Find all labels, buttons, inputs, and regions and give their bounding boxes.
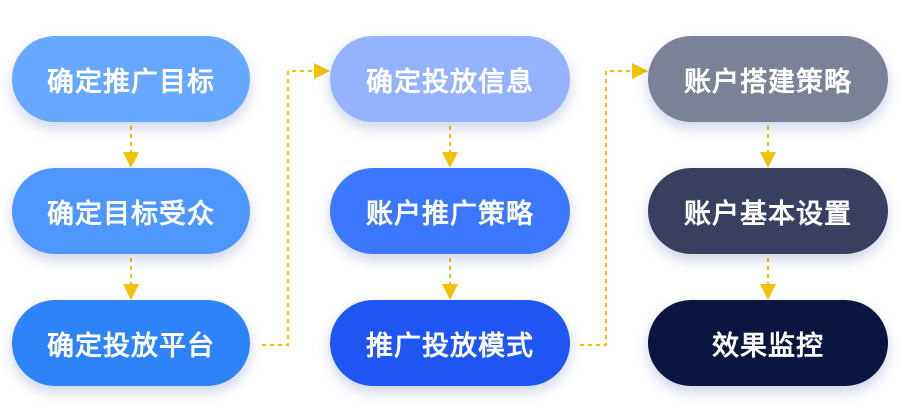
step-performance-monitoring: 效果监控 bbox=[648, 300, 888, 386]
step-promotion-mode: 推广投放模式 bbox=[330, 300, 570, 386]
step-account-basic-settings: 账户基本设置 bbox=[648, 168, 888, 254]
step-account-promotion-strategy: 账户推广策略 bbox=[330, 168, 570, 254]
arrow-c2-to-c3 bbox=[580, 63, 648, 346]
step-account-build-strategy: 账户搭建策略 bbox=[648, 36, 888, 122]
step-set-promotion-goal: 确定推广目标 bbox=[12, 36, 250, 122]
arrow-c1-to-c2 bbox=[262, 63, 330, 346]
step-set-platform: 确定投放平台 bbox=[12, 300, 250, 386]
step-set-target-audience: 确定目标受众 bbox=[12, 168, 250, 254]
step-set-ad-info: 确定投放信息 bbox=[330, 36, 570, 122]
